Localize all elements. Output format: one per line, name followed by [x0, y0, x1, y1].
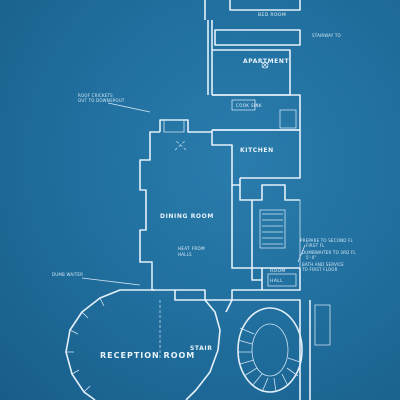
right-note-4: 5'-0" — [306, 255, 316, 260]
reception-room-walls — [65, 289, 221, 400]
cook-sink-label: COOK SINK — [236, 103, 262, 108]
right-note-3: DUMBWAITER TO 3RD FL — [302, 250, 356, 255]
right-note-1: PREPARE TO SECOND FL — [300, 238, 354, 243]
apartment-label: APARTMENT — [243, 58, 289, 65]
kitchen-label: KITCHEN — [240, 147, 274, 154]
hall-label: HALL — [270, 278, 283, 284]
radiator-note: HALLS — [178, 252, 192, 257]
right-note-6: TO FIRST FLOOR — [301, 267, 338, 272]
reception-room-label: RECEPTION ROOM — [100, 351, 195, 360]
service-wing — [204, 0, 301, 179]
stair-core — [239, 178, 301, 291]
circular-stair — [225, 299, 331, 400]
stairway-note: STAIRWAY TO — [312, 33, 341, 38]
roof-note: ROOF CRICKETS — [78, 93, 113, 98]
roof-note-2: OUT TO DOWNSPOUT — [78, 98, 125, 103]
right-note-2: FIRST FL — [306, 243, 325, 248]
dumb-waiter-note: DUMB WAITER — [52, 272, 83, 277]
stair-label: STAIR — [190, 345, 212, 352]
room-label: ROOM — [270, 268, 286, 274]
leader-lines — [81, 102, 306, 286]
bedroom-label: BED ROOM — [258, 12, 286, 18]
heat-vent-label: HEAT FROM — [178, 246, 205, 251]
right-note-5: BATH AND SERVICE — [302, 262, 344, 267]
dining-room-label: DINING ROOM — [160, 213, 214, 220]
